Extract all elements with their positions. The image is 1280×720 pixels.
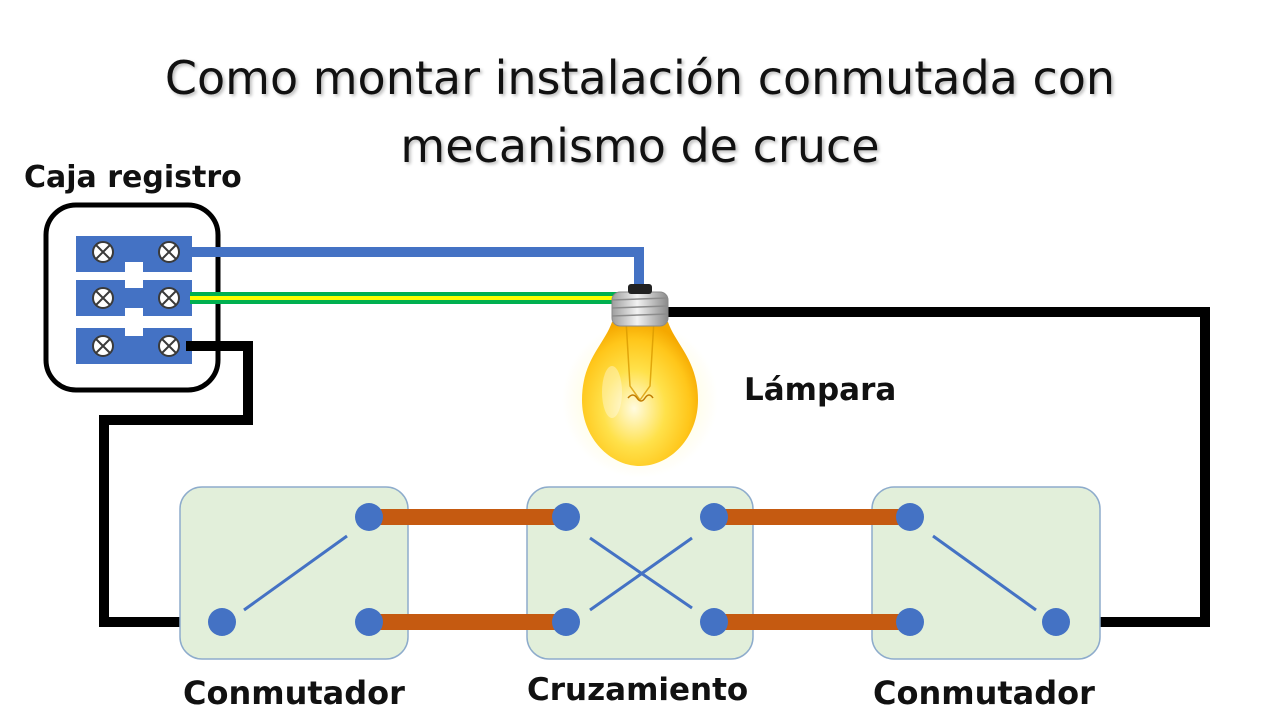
terminal-screw-icon [158,287,180,309]
terminal [552,503,580,531]
terminal [700,503,728,531]
strip-divider-1 [125,262,143,288]
title-line-2: mecanismo de cruce [400,119,880,173]
phase-wire-return [662,307,1210,627]
terminal [208,608,236,636]
terminal [552,608,580,636]
terminal-screw-icon [158,335,180,357]
terminal [355,608,383,636]
terminal [1042,608,1070,636]
terminal-screw-icon [92,287,114,309]
lamp-label: Lámpara [744,372,897,408]
strip-divider-2 [125,308,143,336]
switch-right-label: Conmutador [873,674,1095,712]
terminal-screw-icon [92,335,114,357]
lamp-bulb-icon [562,284,718,478]
neutral-wire [190,247,644,290]
crossover-label: Cruzamiento [527,672,749,708]
terminal-screw-icon [158,241,180,263]
switch-lever-right [932,534,1037,612]
terminal-screw-icon [92,241,114,263]
terminal [896,608,924,636]
page-title: Como montar instalación conmutada con me… [0,44,1280,180]
phase-wire-supply [99,341,253,627]
title-line-1: Como montar instalación conmutada con [164,51,1116,105]
terminal [700,608,728,636]
junction-box [43,202,221,393]
terminal [896,503,924,531]
switch-left-label: Conmutador [183,674,405,712]
crossover-link-2 [589,536,693,612]
terminal [355,503,383,531]
switch-lever-left [243,534,348,612]
junction-box-label: Caja registro [24,160,242,195]
